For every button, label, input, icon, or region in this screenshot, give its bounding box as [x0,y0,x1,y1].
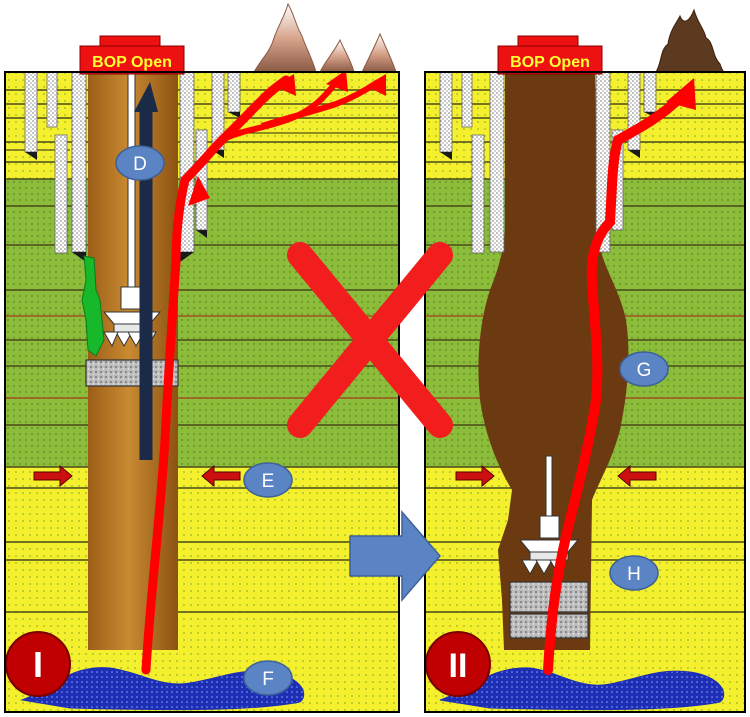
right-bop: BOP Open [498,36,602,74]
right-panel-numeral: II [449,647,468,685]
left-panel-numeral: I [33,644,43,685]
marker-g: G [620,352,668,386]
svg-text:H: H [627,564,641,585]
left-bop: BOP Open [80,36,184,74]
left-flare-plumes [254,4,396,72]
marker-d: D [116,146,164,180]
right-eruption-plume [656,10,724,72]
marker-f: F [244,661,292,695]
right-drillpipe [546,456,552,516]
svg-text:E: E [262,471,275,492]
svg-text:F: F [262,669,274,690]
svg-text:G: G [637,360,652,381]
right-panel: BOP Open II [425,10,745,712]
left-bop-label: BOP Open [92,54,172,71]
svg-text:D: D [133,154,147,175]
right-bop-label: BOP Open [510,54,590,71]
marker-e: E [244,463,292,497]
marker-h: H [610,556,658,590]
